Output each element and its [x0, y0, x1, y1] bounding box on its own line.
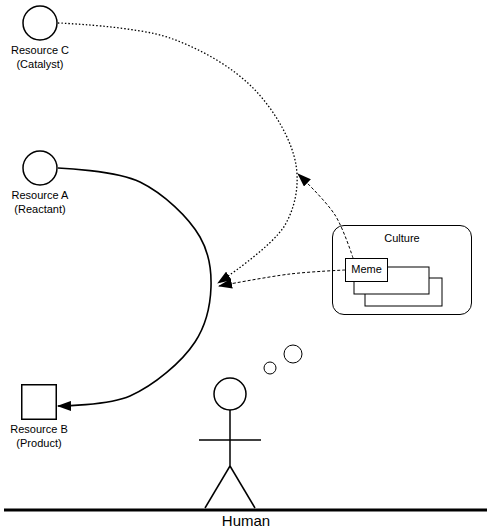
square-outline: [22, 385, 57, 420]
culture-box: CultureMeme: [332, 225, 472, 315]
culture-heading: Culture: [333, 232, 471, 245]
resource-square: Resource B(Product): [8, 384, 69, 450]
thought-bubble: [264, 362, 276, 374]
thought-bubble: [284, 345, 302, 363]
resource-role: (Reactant): [10, 203, 71, 216]
leg-line: [230, 466, 255, 508]
shape-svg: [22, 5, 58, 41]
head: [214, 378, 246, 410]
leg-line: [205, 466, 230, 508]
meme-box: Meme: [345, 258, 388, 282]
shape-outline: [22, 150, 58, 186]
catalyst-dotted-line: [58, 23, 297, 283]
shape-outline: [21, 384, 57, 420]
shape-svg: [22, 150, 58, 186]
resource-circle: Resource A(Reactant): [10, 150, 71, 216]
meme-dashed-line: [298, 174, 353, 258]
resource-role: (Catalyst): [9, 58, 71, 71]
resource-name: Resource B: [8, 423, 69, 436]
circle-outline: [23, 151, 57, 185]
resource-name: Resource A: [10, 189, 71, 202]
meme-text: Meme: [351, 263, 382, 276]
body-line: [229, 410, 231, 466]
meme-dashed-line: [219, 270, 345, 286]
resource-name: Resource C: [9, 44, 71, 57]
resource-circle: Resource C(Catalyst): [9, 5, 71, 71]
reaction-arrow: [58, 168, 211, 406]
shape-outline: [22, 5, 58, 41]
figure-label: Human: [222, 512, 270, 529]
resource-role: (Product): [8, 437, 69, 450]
arms-line: [199, 439, 261, 441]
shape-svg: [21, 384, 57, 420]
circle-outline: [23, 6, 57, 40]
ground-line: [4, 509, 487, 512]
